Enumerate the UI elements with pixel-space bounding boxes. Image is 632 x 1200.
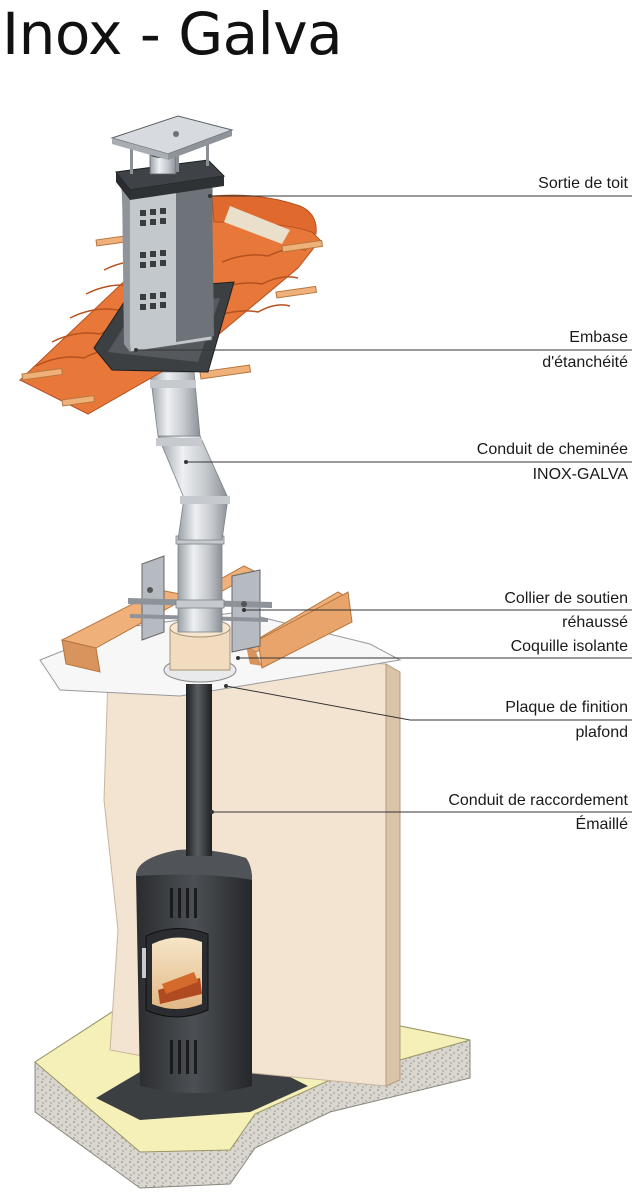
label-line: INOX-GALVA	[532, 466, 628, 483]
label-plaque-finition-2: plafond	[576, 722, 629, 743]
label-line: Plaque de finition	[505, 699, 628, 716]
leader-plaque	[225, 685, 632, 721]
label-line: Conduit de raccordement	[448, 792, 628, 809]
label-conduit-cheminee: Conduit de cheminée	[477, 439, 628, 460]
label-line: Embase	[569, 329, 628, 346]
label-embase-etancheite-2: d'étanchéité	[542, 352, 628, 373]
label-conduit-cheminee-2: INOX-GALVA	[533, 464, 628, 485]
enamelled-flue-pipe	[186, 684, 212, 856]
leader-dots	[134, 194, 246, 814]
callout-leaders	[136, 195, 632, 813]
label-conduit-raccordement: Conduit de raccordement	[448, 790, 628, 811]
label-line: Sortie de toit	[538, 175, 628, 192]
label-line: Conduit de cheminée	[476, 441, 628, 458]
label-line: plafond	[575, 724, 629, 741]
label-embase-etancheite: Embase	[569, 327, 628, 348]
wood-stove	[136, 849, 252, 1093]
label-line: Coquille isolante	[510, 638, 628, 655]
label-conduit-raccordement-2: Émaillé	[576, 814, 628, 835]
page-title: Inox - Galva	[2, 0, 343, 68]
label-line: Émaillé	[575, 816, 628, 833]
label-collier-soutien: Collier de soutien	[504, 588, 628, 609]
label-collier-soutien-2: réhaussé	[562, 612, 628, 633]
label-plaque-finition: Plaque de finition	[505, 697, 628, 718]
label-line: d'étanchéité	[542, 354, 628, 371]
label-line: Collier de soutien	[504, 590, 628, 607]
roof-terminal	[110, 115, 234, 353]
stainless-flue-pipe	[149, 371, 230, 633]
label-coquille-isolante: Coquille isolante	[511, 636, 628, 657]
label-sortie-de-toit: Sortie de toit	[538, 173, 628, 194]
label-line: réhaussé	[562, 614, 628, 631]
